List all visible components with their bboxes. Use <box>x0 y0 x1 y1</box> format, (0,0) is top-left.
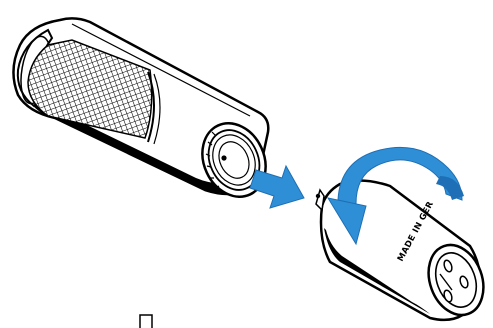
microphone-body <box>12 17 270 198</box>
arrow-right-down-icon <box>249 164 305 209</box>
microphone-top-edge <box>71 23 251 117</box>
microphone-grille-outline <box>27 39 153 139</box>
microphone-grille-ring-inner <box>153 73 161 145</box>
adapter-thread-stub <box>315 188 325 212</box>
socket-thread-ring <box>207 129 261 191</box>
socket-thread-ticks <box>205 131 220 189</box>
socket-inner-wall <box>218 141 250 179</box>
microphone-grille-ring <box>147 71 155 143</box>
socket-thread-ring-inner <box>212 134 256 186</box>
rotate-clockwise-arrow-icon <box>326 146 464 246</box>
adapter-stub-pin <box>315 193 321 199</box>
small-square-icon <box>139 314 153 328</box>
xlr-pins <box>439 259 469 303</box>
microphone-socket <box>201 122 267 198</box>
socket-pin <box>221 155 227 161</box>
